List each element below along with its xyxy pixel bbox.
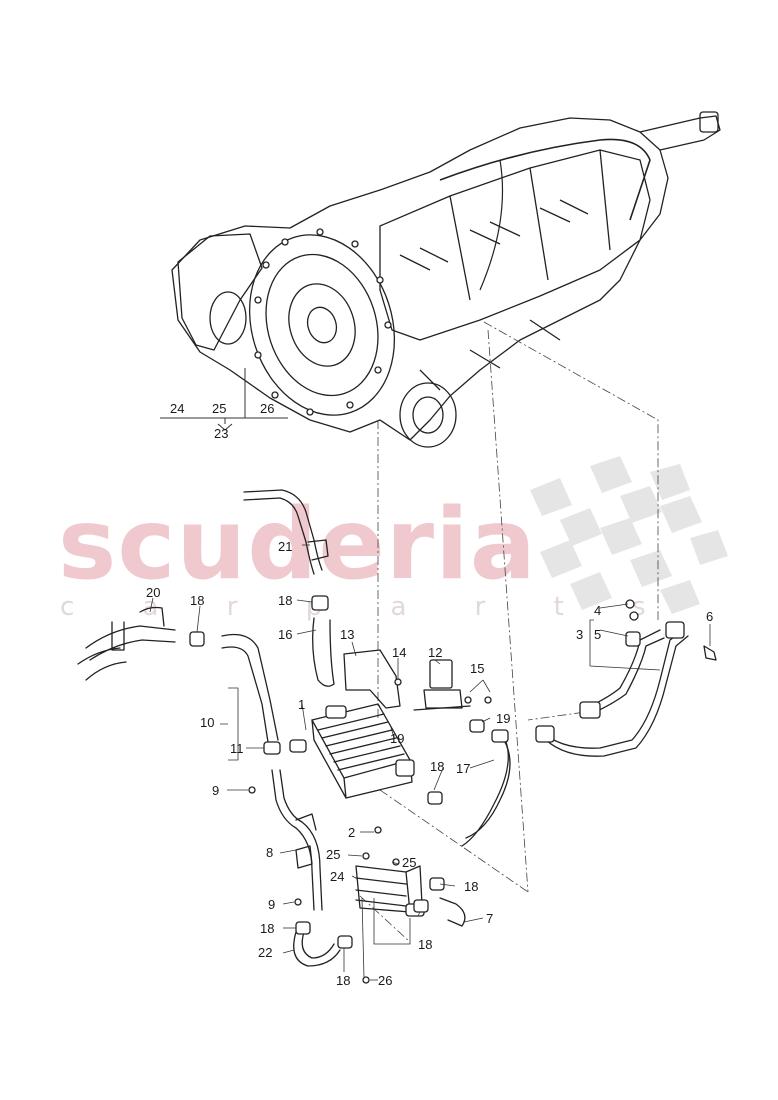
callout-2: 2 <box>348 825 356 840</box>
callout-4: 4 <box>594 603 602 618</box>
callout-23: 23 <box>214 426 229 441</box>
callout-13: 13 <box>340 627 355 642</box>
callout-8: 8 <box>266 845 274 860</box>
callout-5: 5 <box>594 627 602 642</box>
callout-18: 18 <box>278 593 293 608</box>
callout-26: 26 <box>260 401 275 416</box>
watermark-brand: scuderia <box>58 488 537 602</box>
label-23-bracket <box>160 368 288 431</box>
callout-10: 10 <box>200 715 215 730</box>
callout-20: 20 <box>146 585 161 600</box>
callout-1: 1 <box>298 697 306 712</box>
callout-21: 21 <box>278 539 293 554</box>
callout-18: 18 <box>418 937 433 952</box>
callout-7: 7 <box>486 911 494 926</box>
callout-12: 12 <box>428 645 443 660</box>
alignment-lines <box>359 321 659 943</box>
callout-24: 24 <box>330 869 345 884</box>
callout-15: 15 <box>470 661 485 676</box>
callout-18: 18 <box>190 593 205 608</box>
callout-18: 18 <box>464 879 479 894</box>
callout-25: 25 <box>212 401 227 416</box>
transmission-assembly <box>171 111 721 448</box>
callout-22: 22 <box>258 945 273 960</box>
callout-17: 17 <box>456 761 471 776</box>
callout-18: 18 <box>430 759 445 774</box>
callout-25: 25 <box>402 855 417 870</box>
callout-19: 19 <box>496 711 511 726</box>
callout-26: 26 <box>378 973 393 988</box>
callout-6: 6 <box>706 609 714 624</box>
callout-14: 14 <box>392 645 407 660</box>
leader-lines <box>149 544 711 981</box>
callout-19: 19 <box>390 731 405 746</box>
callout-9: 9 <box>268 897 276 912</box>
callout-18: 18 <box>336 973 351 988</box>
callout-3: 3 <box>576 627 584 642</box>
checkered-flag-watermark <box>530 456 728 614</box>
callout-9: 9 <box>212 783 220 798</box>
callout-16: 16 <box>278 627 293 642</box>
callout-25: 25 <box>326 847 341 862</box>
callout-11: 11 <box>230 741 244 756</box>
callout-18: 18 <box>260 921 275 936</box>
callout-24: 24 <box>170 401 185 416</box>
